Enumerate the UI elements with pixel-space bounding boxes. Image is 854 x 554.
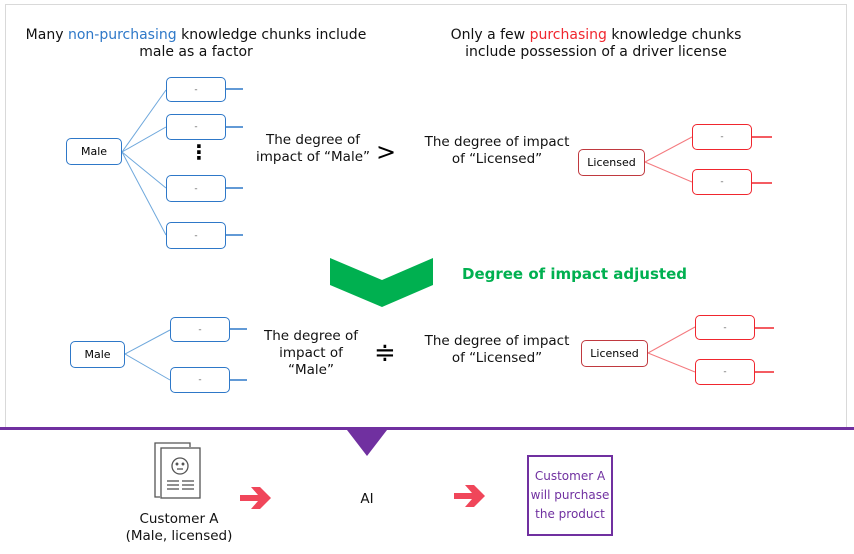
adjustment-label: Degree of impact adjusted (462, 265, 687, 283)
male-node: Male (66, 138, 122, 165)
connector-line (121, 126, 167, 153)
chunk-node: - (695, 315, 755, 340)
divider (0, 427, 854, 430)
arrow-right-icon (454, 485, 485, 507)
label-line: The degree of (263, 328, 359, 344)
male-node: Male (70, 341, 125, 368)
prediction-result-box: Customer A will purchase the product (527, 455, 613, 536)
connector-line (647, 352, 696, 373)
top-panel (5, 4, 847, 428)
chunk-node: - (692, 124, 752, 150)
connector-line (121, 89, 167, 153)
chunk-node: - (166, 175, 226, 202)
label-line: of “Licensed” (451, 350, 543, 366)
label-line: “Male” (288, 362, 334, 378)
approx-equal-sign: ≑ (374, 338, 396, 368)
chunk-node: - (166, 77, 226, 102)
chunk-node: - (170, 367, 230, 393)
customer-label: Customer A(Male, licensed) (126, 511, 233, 545)
left-heading: Many non-purchasing knowledge chunks inc… (26, 27, 367, 61)
label-line: the product (535, 507, 605, 521)
chunk-node: - (170, 317, 230, 342)
label-line: of “Licensed” (451, 151, 543, 167)
heading-text: Only a few (450, 27, 530, 43)
label-line: The degree of impact (424, 333, 570, 349)
triangle-down-icon (347, 430, 387, 456)
label-line: (Male, licensed) (125, 528, 233, 544)
label-line: impact of “Male” (255, 149, 371, 165)
connector-line (124, 329, 171, 355)
arrow-right-icon (240, 487, 271, 509)
chunk-node: - (692, 169, 752, 195)
licensed-node: Licensed (578, 149, 645, 176)
greater-than-sign: > (376, 138, 397, 166)
licensed-node: Licensed (581, 340, 648, 367)
customer-profile-icon (154, 442, 201, 499)
connector-line (121, 151, 167, 236)
label-line: Customer A (139, 511, 219, 527)
chunk-node: - (166, 222, 226, 249)
chunk-node: - (166, 114, 226, 140)
label-line: Customer A (534, 469, 606, 483)
label-line: impact of (279, 345, 343, 361)
heading-text: Many (25, 27, 68, 43)
heading-text: include possession of a driver license (465, 44, 727, 60)
connector-line (644, 161, 693, 183)
connector-line (124, 353, 171, 381)
heading-text: knowledge chunks (606, 27, 742, 43)
label-line: will purchase (530, 488, 610, 502)
label-line: The degree of impact (424, 134, 570, 150)
connector-line (644, 136, 693, 163)
highlight-purchasing: purchasing (529, 27, 607, 43)
right-heading: Only a few purchasing knowledge chunks i… (451, 27, 742, 61)
highlight-non-purchasing: non-purchasing (67, 27, 177, 43)
heading-text: knowledge chunks include (176, 27, 367, 43)
label-line: The degree of (265, 132, 360, 148)
connector-line (647, 326, 696, 354)
heading-text: male as a factor (139, 44, 253, 60)
ai-label: AI (360, 491, 374, 507)
chevron-down-icon (330, 258, 433, 307)
connector-line (121, 151, 167, 189)
ellipsis: ⋮ (189, 140, 209, 164)
chunk-node: - (695, 359, 755, 385)
